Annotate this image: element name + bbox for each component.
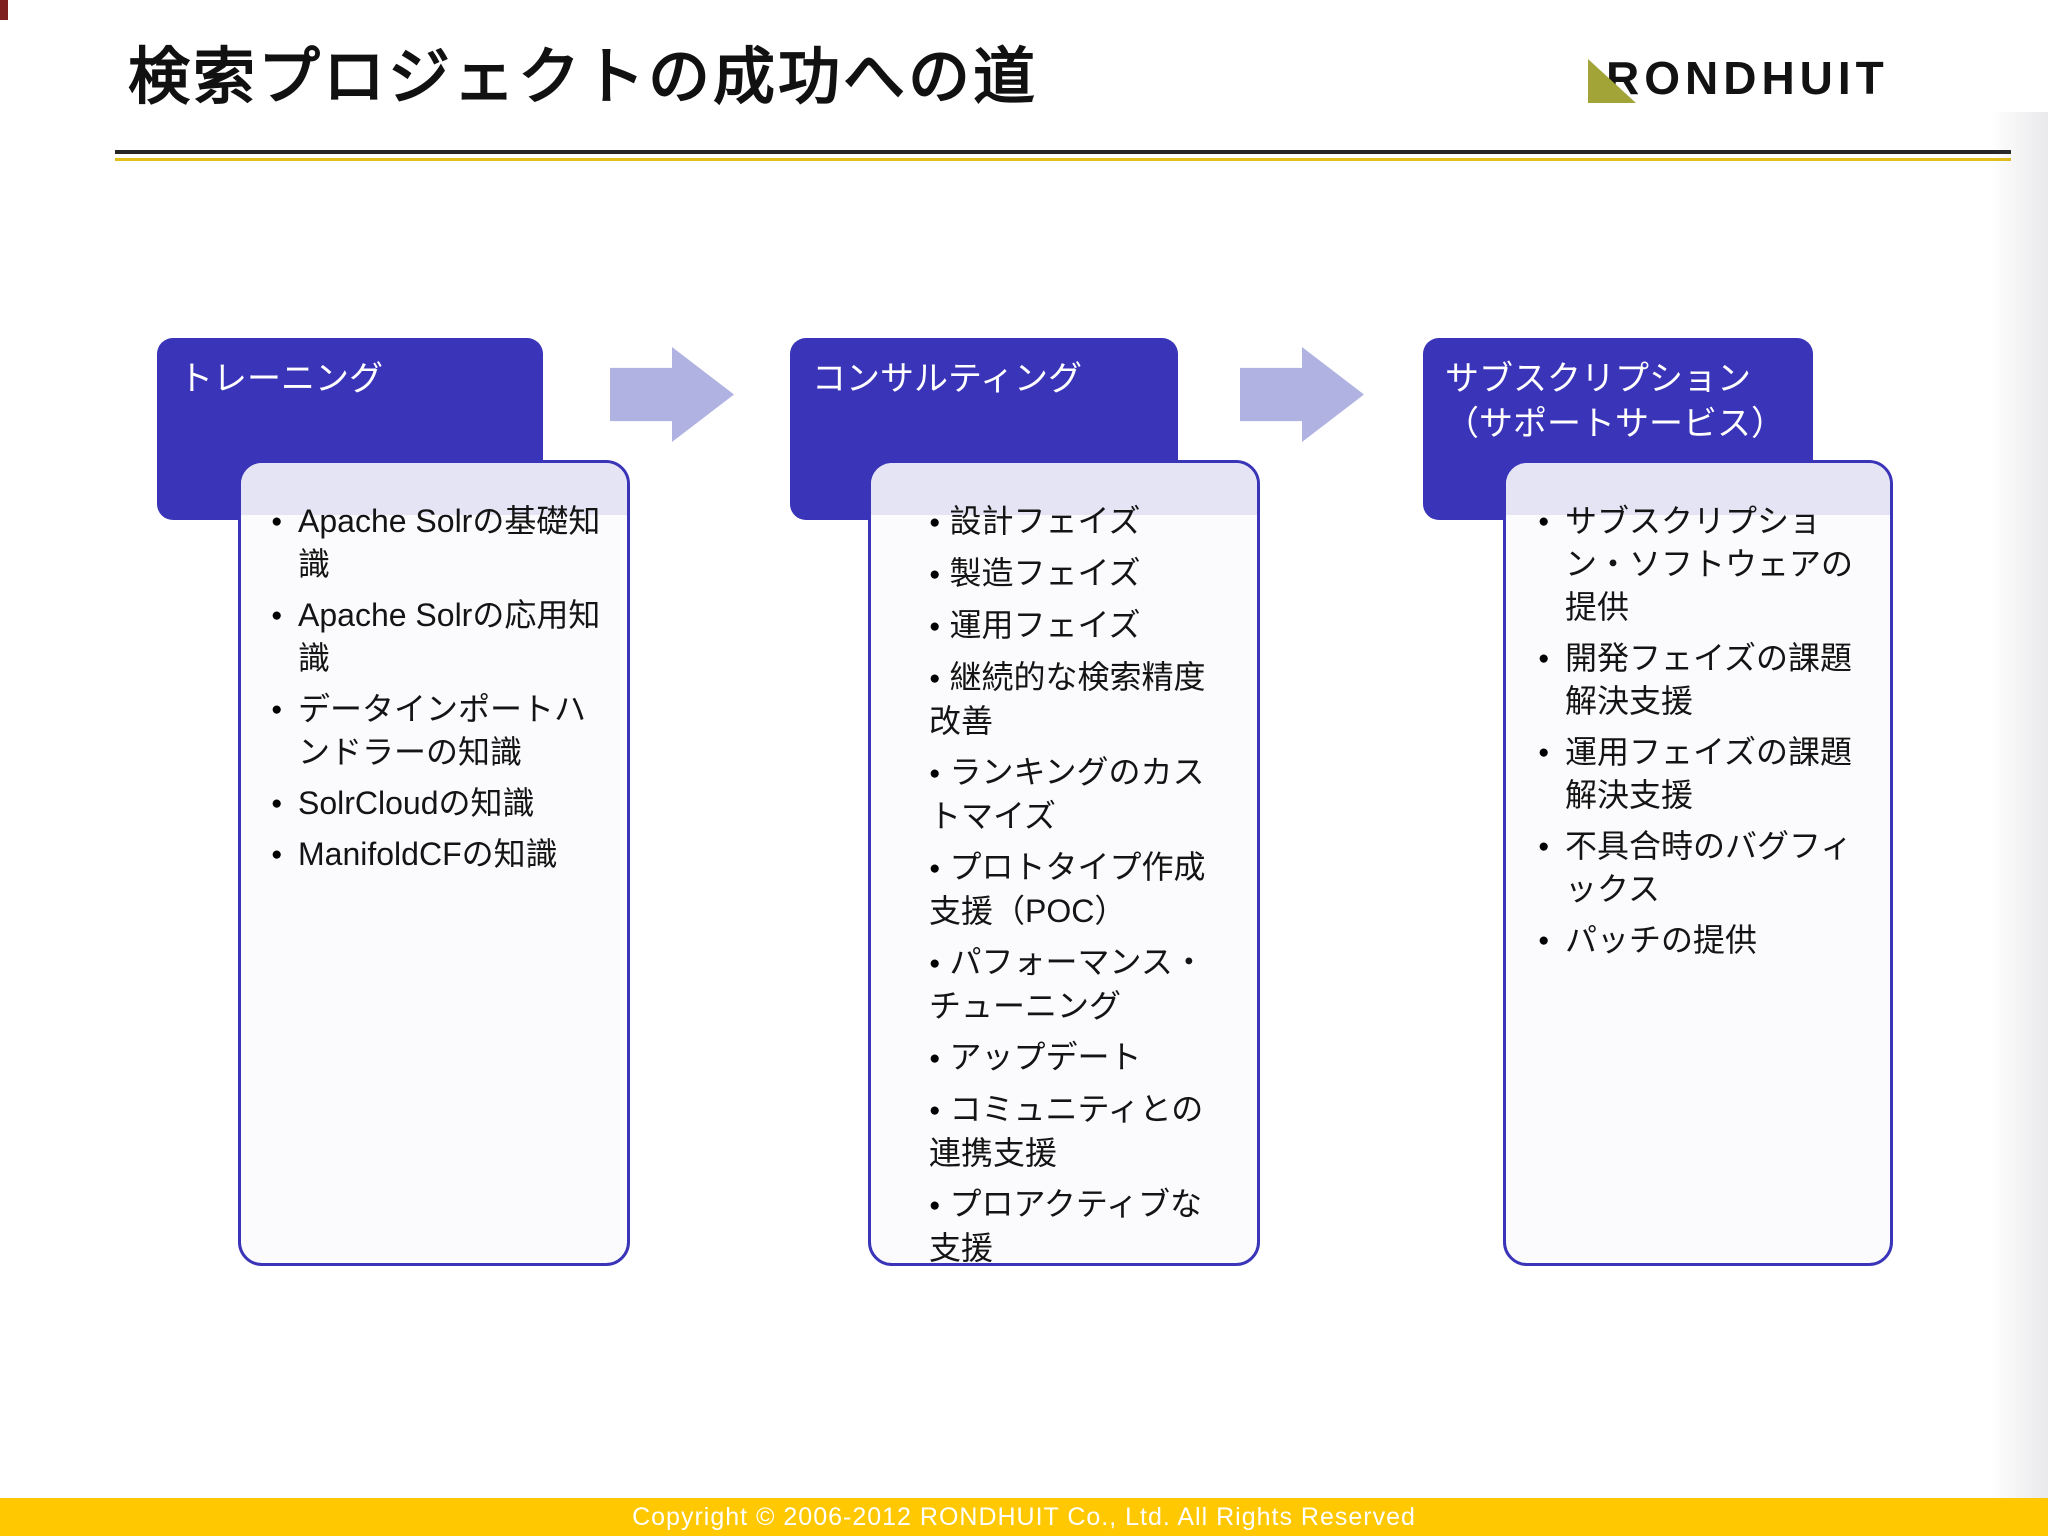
bullet-item: ランキングのカストマイズ — [929, 751, 1231, 838]
bullet-item: パフォーマンス・チューニング — [929, 941, 1231, 1028]
bullet-item: データインポートハンドラーの知識 — [271, 688, 607, 774]
bullet-item: 製造フェイズ — [929, 552, 1231, 596]
bullet-item: Apache Solrの基礎知識 — [271, 500, 607, 586]
column-box-consulting: 設計フェイズ製造フェイズ運用フェイズ継続的な検索精度改善ランキングのカストマイズ… — [868, 460, 1260, 1266]
bullet-item: 開発フェイズの課題解決支援 — [1538, 637, 1870, 723]
bullet-item: SolrCloudの知識 — [271, 782, 607, 825]
right-edge-shading — [1990, 112, 2048, 1498]
title-underline-gold — [115, 158, 2011, 161]
right-arrow-icon — [610, 347, 734, 442]
bullet-item: アップデート — [929, 1036, 1231, 1080]
bullet-item: パッチの提供 — [1538, 919, 1870, 962]
bullet-item: プロアクティブな支援 — [929, 1183, 1231, 1263]
training-bullet-list: Apache Solrの基礎知識Apache Solrの応用知識データインポート… — [241, 463, 627, 876]
logo-text: RONDHUIT — [1606, 52, 1889, 104]
subscription-bullet-list: サブスクリプション・ソフトウェアの提供開発フェイズの課題解決支援運用フェイズの課… — [1506, 463, 1890, 962]
corner-artifact — [0, 0, 8, 20]
bullet-item: 設計フェイズ — [929, 500, 1231, 544]
bullet-item: 継続的な検索精度改善 — [929, 656, 1231, 743]
bullet-item: サブスクリプション・ソフトウェアの提供 — [1538, 500, 1870, 629]
bullet-item: コミュニティとの連携支援 — [929, 1088, 1231, 1175]
bullet-item: 不具合時のバグフィックス — [1538, 825, 1870, 911]
bullet-item: Apache Solrの応用知識 — [271, 594, 607, 680]
bullet-item: ManifoldCFの知識 — [271, 833, 607, 876]
bullet-item: 運用フェイズの課題解決支援 — [1538, 731, 1870, 817]
column-box-subscription: サブスクリプション・ソフトウェアの提供開発フェイズの課題解決支援運用フェイズの課… — [1503, 460, 1893, 1266]
title-underline-dark — [115, 150, 2011, 154]
right-arrow-icon — [1240, 347, 1364, 442]
rondhuit-logo: RONDHUIT — [1588, 48, 1889, 108]
column-box-training: Apache Solrの基礎知識Apache Solrの応用知識データインポート… — [238, 460, 630, 1266]
copyright-bar: Copyright © 2006-2012 RONDHUIT Co., Ltd.… — [0, 1498, 2048, 1536]
copyright-text: Copyright © 2006-2012 RONDHUIT Co., Ltd.… — [632, 1502, 1416, 1531]
consulting-bullet-list: 設計フェイズ製造フェイズ運用フェイズ継続的な検索精度改善ランキングのカストマイズ… — [871, 463, 1257, 1263]
bullet-item: プロトタイプ作成支援（POC） — [929, 846, 1231, 933]
page-title: 検索プロジェクトの成功への道 — [128, 43, 1039, 112]
bullet-item: 運用フェイズ — [929, 604, 1231, 648]
